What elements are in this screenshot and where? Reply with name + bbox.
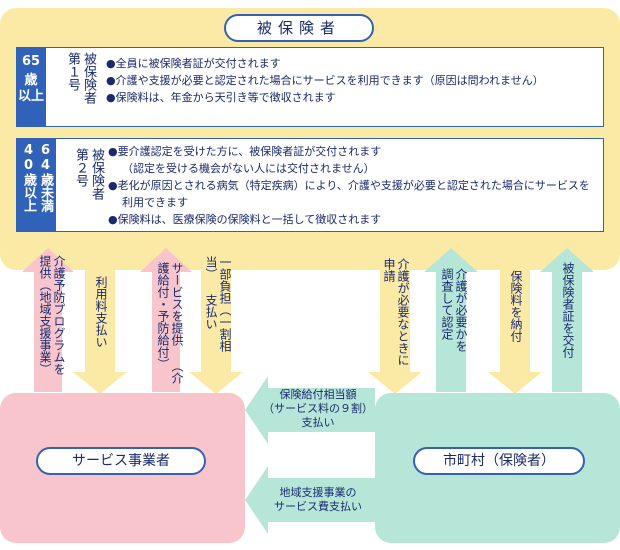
first-bullet-3: ●保険料は、年金から天引き等で徴収されます [106,91,336,104]
apply-label-line2: 申請 [382,258,396,282]
certify-label-line1: 介護が必要かを [454,268,468,352]
age-65: 65 [21,54,41,69]
certify-label: 介護が必要かを 調査して認定 [436,268,468,368]
certify-arrow [424,248,478,392]
service-provision-label-line2: （介護給付・予防給付） [156,262,184,384]
provider-label: サービス事業者 [36,447,206,475]
apply-label-line1: 介護が必要なときに [396,258,410,366]
community-payment-line2: サービス費支払い [274,500,362,513]
apply-label: 介護が必要なときに 申請 [380,258,410,374]
prevention-label-line1: 介護予防プログラムを [52,255,66,375]
municipality-label: 市町村（保険者） [413,447,585,475]
second-category-label: 被保険者 第２号 [60,148,104,226]
first-bullet-1: ●全員に被保険者証が交付されます [106,57,281,70]
first-category-bullets: ●全員に被保険者証が交付されます ●介護や支援が必要と認定された場合にサービスを… [106,55,600,106]
second-category-bullets: ●要介護認定を受けた方に、被保険者証が交付されます （認定を受ける機会がない人に… [108,143,602,228]
second-bullet-3: ●老化が原因とされる病気（特定疾病）により、介護や支援が必要と認定された場合にサ… [108,179,590,192]
second-category-label-line1: 被保険者 [89,148,104,200]
prevention-label-line2: 提供（地域支援事業） [38,255,52,375]
fee-payment-arrow [73,250,127,394]
copay-arrow [189,250,243,394]
age-sai: 歳 [24,73,38,88]
community-payment-label: 地域支援事業の サービス費支払い [262,486,374,514]
service-provision-label: サービスを提供 （介護給付・予防給付） [142,262,184,390]
first-bullet-2: ●介護や支援が必要と認定された場合にサービスを利用できます（原因は問われません） [106,74,544,87]
card-label: 被保険者証を交付 [561,262,575,358]
copay-label-line1: 一部負担（一割相当） [204,256,232,352]
first-category-label-line2: 第１号 [65,52,80,91]
age-under-64: 64歳未満 [38,143,53,212]
insured-title: 被保険者 [224,14,374,42]
prevention-label: 介護予防プログラムを 提供（地域支援事業） [24,255,66,390]
fee-payment-label: 利用料支払い [94,276,108,348]
first-category-label: 被保険者 第１号 [52,52,96,124]
age-over-40: 40歳以上 [21,143,36,212]
benefit-payment-arrow [245,376,375,444]
community-payment-line1: 地域支援事業の [279,486,357,499]
second-bullet-5: ●保険料は、医療保険の保険料と一括して徴収されます [108,213,382,226]
card-arrow [540,248,594,392]
second-bullet-4: 利用できます [122,196,188,209]
premium-arrow [488,250,542,394]
copay-label: 一部負担（一割相当） 支払い [202,256,232,372]
copay-label-line2: 支払い [204,294,218,330]
second-category-panel [16,138,604,232]
first-category-age: 65 歳 以上 [16,47,46,127]
first-category-panel [16,47,604,127]
prevention-arrow [22,248,74,392]
second-bullet-1: ●要介護認定を受けた方に、被保険者証が交付されます [108,145,382,158]
second-category-label-line2: 第２号 [73,148,88,187]
community-payment-arrow [245,466,375,534]
service-provision-arrow [140,248,192,392]
second-bullet-2: （認定を受ける機会がない人には交付されません） [122,162,375,175]
benefit-payment-line1: 保険給付相当額 [279,388,357,401]
age-ijo: 以上 [17,89,44,104]
benefit-payment-line3: 支払い [301,416,335,429]
service-provision-label-line1: サービスを提供 [170,262,184,346]
apply-arrow [368,250,422,394]
benefit-payment-line2: （サービス料の９割） [263,402,373,415]
certify-label-line2: 調査して認定 [440,268,454,340]
benefit-payment-label: 保険給付相当額 （サービス料の９割） 支払い [262,388,374,430]
second-category-age: 64歳未満 40歳以上 [16,138,56,232]
first-category-label-line1: 被保険者 [81,52,96,104]
premium-label: 保険料を納付 [509,270,523,342]
